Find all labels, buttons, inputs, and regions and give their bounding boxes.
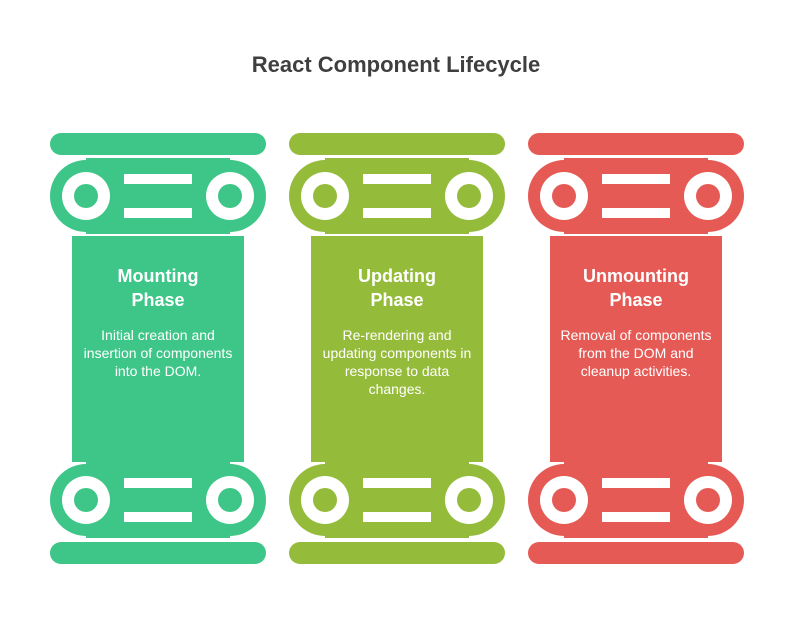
pillar-base-scroll-eye xyxy=(552,488,576,512)
pillar-base-slab xyxy=(289,542,505,564)
pillar-updating-shape xyxy=(289,133,505,564)
pillar-capital-scroll-eye xyxy=(74,184,98,208)
pillar-capital-groove xyxy=(124,208,192,218)
pillar-base-scroll-eye xyxy=(218,488,242,512)
pillar-base-scroll-eye xyxy=(696,488,720,512)
pillar-base-groove xyxy=(363,512,431,522)
pillar-capital-groove xyxy=(602,174,670,184)
pillar-shaft xyxy=(550,236,722,462)
pillar-capital-groove xyxy=(363,208,431,218)
pillar-capital-slab xyxy=(528,133,744,155)
phase-name-line1: Unmounting xyxy=(583,266,689,286)
pillar-capital-scroll-eye xyxy=(218,184,242,208)
phase-name-line2: Phase xyxy=(370,290,424,310)
pillar-updating-text: Updating Phase Re-rendering and updating… xyxy=(315,264,479,398)
pillar-mounting-text: Mounting Phase Initial creation and inse… xyxy=(76,264,240,380)
pillar-unmounting-shape xyxy=(528,133,744,564)
phase-name: Unmounting Phase xyxy=(554,264,718,312)
phase-description: Re-rendering and updating components in … xyxy=(322,327,472,397)
pillar-base-groove xyxy=(124,478,192,488)
diagram-title: React Component Lifecycle xyxy=(251,52,541,77)
pillar-base-scroll-eye xyxy=(457,488,481,512)
phase-description: Removal of components from the DOM and c… xyxy=(560,327,712,379)
pillar-shaft xyxy=(311,236,483,462)
pillar-unmounting-text: Unmounting Phase Removal of components f… xyxy=(554,264,718,380)
pillar-base-groove xyxy=(602,478,670,488)
pillar-base-slab xyxy=(50,542,266,564)
pillar-base-groove xyxy=(363,478,431,488)
pillar-base-groove xyxy=(124,512,192,522)
phase-name-line2: Phase xyxy=(131,290,185,310)
pillar-updating: Updating Phase Re-rendering and updating… xyxy=(289,130,505,566)
pillar-capital-groove xyxy=(363,174,431,184)
pillar-capital-slab xyxy=(50,133,266,155)
phase-name-line1: Mounting xyxy=(117,266,199,286)
pillar-capital-slab xyxy=(289,133,505,155)
pillar-base-scroll-eye xyxy=(74,488,98,512)
pillar-mounting: Mounting Phase Initial creation and inse… xyxy=(50,130,266,566)
pillar-capital-scroll-eye xyxy=(552,184,576,208)
pillar-capital-groove xyxy=(124,174,192,184)
pillar-base-scroll-eye xyxy=(313,488,337,512)
pillar-base-slab xyxy=(528,542,744,564)
pillar-capital-groove xyxy=(602,208,670,218)
pillar-shaft xyxy=(72,236,244,462)
phase-name-line2: Phase xyxy=(609,290,663,310)
phase-name-line1: Updating xyxy=(358,266,436,286)
pillar-base-groove xyxy=(602,512,670,522)
pillar-capital-scroll-eye xyxy=(696,184,720,208)
pillar-unmounting: Unmounting Phase Removal of components f… xyxy=(528,130,744,566)
pillar-capital-scroll-eye xyxy=(457,184,481,208)
phase-description: Initial creation and insertion of compon… xyxy=(83,327,233,379)
phase-name: Mounting Phase xyxy=(76,264,240,312)
phase-name: Updating Phase xyxy=(315,264,479,312)
pillar-capital-scroll-eye xyxy=(313,184,337,208)
pillar-mounting-shape xyxy=(50,133,266,564)
